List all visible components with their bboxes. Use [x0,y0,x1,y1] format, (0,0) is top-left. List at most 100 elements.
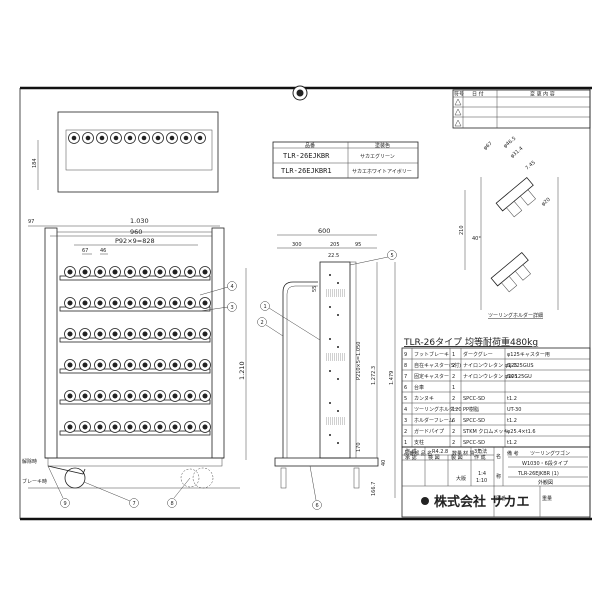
tooling-holder-icon [94,390,106,402]
parts-table-cell: ガードパイプ [414,428,444,435]
dim-phi20: φ20 [540,197,551,208]
parts-table-cell: 1 [452,385,455,391]
dim-166-7: 166.7 [371,482,377,496]
dim-205: 205 [330,242,340,248]
tooling-holder-icon [79,421,91,433]
callout-8: 8 [171,501,174,507]
tooling-holder-icon [109,266,121,278]
tooling-holder-icon [79,359,91,371]
dim-phi31: φ31.4 [509,146,524,160]
tooling-holder-icon [124,132,136,144]
dim-95: 95 [355,242,361,248]
tooling-holder-icon [199,297,211,309]
dim-pitch-side: P210×5=1.050 [356,342,362,380]
tooling-holder-icon [169,359,181,371]
approval-header: 検 図 [428,454,440,461]
holder-frame [59,275,211,281]
tooling-holder-icon [96,132,108,144]
tooling-holder-icon [109,390,121,402]
tooling-holder-icon [124,266,136,278]
parts-table-cell: SJ-125GUS [507,363,534,369]
dim-phi67: φ67 [482,141,493,152]
color-table-header-part: 品番 [305,142,315,149]
parts-table-cell: 1 [452,352,455,358]
made-label: 作 成 [405,448,417,455]
parts-table-title: TLR-26タイプ 均等耐荷重480kg [403,336,538,348]
title-name-line: TLR-26EJKBR (1) [517,471,559,477]
revision-header-date: 日 付 [472,91,484,98]
name-label: 名 [496,453,501,460]
tooling-holder-icon [184,266,196,278]
tooling-holder-icon [79,390,91,402]
dim-1479: 1.479 [389,371,395,385]
parts-table-cell: 4 [404,407,407,413]
name-label: 称 [496,473,501,480]
dim-170: 170 [356,442,362,452]
parts-table-cell: 材 質 [463,450,475,457]
parts-table-cell: 2 [452,363,455,369]
parts-table-cell: t1.2 [507,418,517,424]
parts-table-cell: SPCC-SD [463,418,485,424]
parts-table-cell: 品番 [404,450,414,457]
dim-phi46-5: φ46.5 [502,136,517,150]
parts-table-cell: PP樹脂 [463,406,479,413]
parts-table-cell: φ125キャスター用 [507,351,550,358]
tooling-holder-icon [169,266,181,278]
parts-table-cell: SK-125GU [507,374,532,380]
callout-4: 4 [231,284,234,290]
tooling-holder-icon [169,390,181,402]
tooling-holder-icon [79,266,91,278]
dim-7-45: 7.45 [524,160,536,172]
tooling-holder-icon [166,132,178,144]
tooling-holder-icon [154,421,166,433]
label-brake: ブレーキ時 [22,478,47,485]
parts-table-cell: 1 [404,440,407,446]
dim-22-5: 22.5 [328,253,339,259]
tooling-holder-icon [109,421,121,433]
tooling-holder-icon [94,359,106,371]
tooling-holder-icon [64,359,76,371]
approval-header: 作 成 [474,454,486,461]
label-release: 解除時 [22,458,37,465]
tooling-holder-icon [184,390,196,402]
tooling-holder-icon [184,297,196,309]
parts-table-cell: 台車 [414,384,424,391]
tooling-holder-icon [110,132,122,144]
parts-table-cell: 数量 [452,450,462,457]
color-table-header-color: 塗装色 [375,142,390,149]
parts-table-cell: ナイロンウレタン φ125 [463,373,517,380]
company-name: 株式会社 サカエ [434,494,530,510]
tooling-holder-icon [154,359,166,371]
parts-table-cell: UT-30 [507,407,521,413]
detail-title: ツーリングホルダー詳細 [488,312,543,319]
parts-table-cell: 自在キャスター(S付) [414,362,461,369]
color-table: 品番 塗装色 TLR-26EJKBR サカエグリーン TLR-26EJKBR1 … [272,141,419,179]
parts-table-cell: 2 [452,374,455,380]
parts-table-cell: 2 [404,429,407,435]
tooling-holder-icon [64,328,76,340]
tooling-holder-icon [79,328,91,340]
tooling-holder-icon [139,421,151,433]
parts-table-cell: φ25.4×t1.6 [507,429,536,435]
parts-table-cell: 2 [452,440,455,446]
tooling-holder-icon [184,328,196,340]
parts-table-cell: ホルダーフレーム [414,417,454,424]
dim-55: 55 [312,286,318,292]
revision-header-content: 変 更 内 容 [530,91,555,98]
tooling-holder-icon [124,297,136,309]
parts-table-cell: 2 [452,396,455,402]
dim-pitch: P92×9=828 [115,237,155,245]
callout-1: 1 [264,304,267,310]
parts-table-cell: 支柱 [414,439,424,446]
title-name-line: W1030・6段タイプ [522,460,568,467]
tooling-holder-icon [154,390,166,402]
tooling-holder-icon [199,359,211,371]
holder-detail-lower [490,251,531,293]
title-name-line: 外観図 [538,479,553,486]
approval-header: 製 図 [451,454,463,461]
company-logo-icon [421,497,429,505]
